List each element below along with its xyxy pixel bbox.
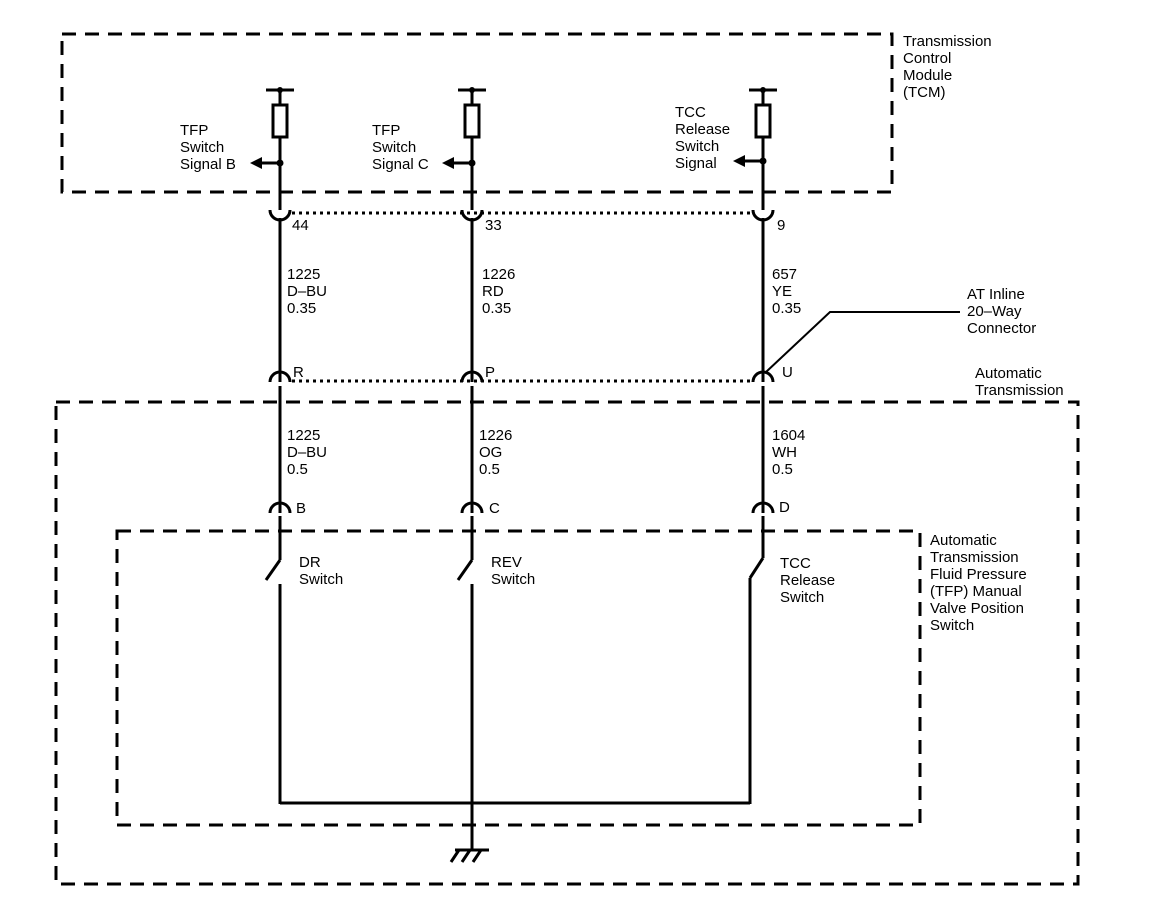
svg-text:YE: YE <box>772 283 792 300</box>
svg-text:20–Way: 20–Way <box>967 303 1022 320</box>
svg-text:1225: 1225 <box>287 266 320 283</box>
rev-switch <box>456 516 474 850</box>
lower-wires <box>278 386 765 513</box>
svg-text:(TFP) Manual: (TFP) Manual <box>930 583 1022 600</box>
tcm-pin-b: 44 <box>292 217 309 234</box>
switch-connector <box>268 501 775 514</box>
signal-b-label: TFP Switch Signal B <box>180 122 236 173</box>
svg-text:Connector: Connector <box>967 320 1036 337</box>
svg-text:Module: Module <box>903 67 952 84</box>
svg-text:Switch: Switch <box>180 139 224 156</box>
inline-pin-u: U <box>782 364 793 381</box>
svg-text:0.35: 0.35 <box>287 300 316 317</box>
svg-text:AT Inline: AT Inline <box>967 286 1025 303</box>
svg-text:Control: Control <box>903 50 951 67</box>
resistor-tcc <box>754 103 772 139</box>
tcc-release-switch-label: TCC Release Switch <box>780 555 835 606</box>
svg-text:Signal B: Signal B <box>180 156 236 173</box>
rev-switch-label: REV Switch <box>491 554 535 588</box>
resistor-b <box>271 103 289 139</box>
tcm-pullup-tcc <box>733 87 777 210</box>
svg-text:0.5: 0.5 <box>772 461 793 478</box>
svg-text:Switch: Switch <box>780 589 824 606</box>
svg-text:TFP: TFP <box>372 122 400 139</box>
svg-text:1225: 1225 <box>287 427 320 444</box>
inline-connector <box>268 311 960 383</box>
automatic-transmission-label: Automatic Transmission <box>975 365 1064 399</box>
svg-text:Switch: Switch <box>675 138 719 155</box>
tfp-switch-boundary <box>115 529 922 827</box>
svg-text:0.35: 0.35 <box>482 300 511 317</box>
tcm-pullup-c <box>442 87 486 210</box>
dr-switch <box>264 516 282 804</box>
tcm-connector <box>268 209 775 222</box>
svg-text:TFP: TFP <box>180 122 208 139</box>
svg-text:Release: Release <box>675 121 730 138</box>
svg-text:Release: Release <box>780 572 835 589</box>
svg-text:RD: RD <box>482 283 504 300</box>
svg-text:0.5: 0.5 <box>287 461 308 478</box>
inline-pin-p: P <box>485 364 495 381</box>
svg-text:Switch: Switch <box>930 617 974 634</box>
svg-text:Automatic: Automatic <box>975 365 1042 382</box>
upper-wire-c-label: 1226 RD 0.35 <box>482 266 515 317</box>
svg-text:Transmission: Transmission <box>975 382 1064 399</box>
svg-text:1226: 1226 <box>479 427 512 444</box>
signal-c-label: TFP Switch Signal C <box>372 122 429 173</box>
inline-connector-leader <box>765 311 960 373</box>
tcc-release-switch <box>748 516 765 804</box>
svg-text:D–BU: D–BU <box>287 444 327 461</box>
svg-text:TCC: TCC <box>675 104 706 121</box>
automatic-transmission-boundary <box>54 400 1080 886</box>
svg-text:Switch: Switch <box>372 139 416 156</box>
svg-text:REV: REV <box>491 554 522 571</box>
svg-text:(TCM): (TCM) <box>903 84 945 101</box>
svg-text:DR: DR <box>299 554 321 571</box>
svg-text:Signal C: Signal C <box>372 156 429 173</box>
svg-text:Switch: Switch <box>299 571 343 588</box>
switch-pin-d: D <box>779 499 790 516</box>
svg-text:WH: WH <box>772 444 797 461</box>
svg-text:Signal: Signal <box>675 155 717 172</box>
svg-text:Automatic: Automatic <box>930 532 997 549</box>
tcm-pin-tcc: 9 <box>777 217 785 234</box>
upper-wire-tcc-label: 657 YE 0.35 <box>772 266 801 317</box>
resistor-c <box>463 103 481 139</box>
tcm-label: Transmission Control Module (TCM) <box>903 33 992 101</box>
lower-wire-c-label: 1226 OG 0.5 <box>479 427 512 478</box>
lower-wire-tcc-label: 1604 WH 0.5 <box>772 427 805 478</box>
tcm-boundary <box>60 32 894 194</box>
svg-text:Fluid Pressure: Fluid Pressure <box>930 566 1027 583</box>
svg-text:Transmission: Transmission <box>930 549 1019 566</box>
svg-text:0.35: 0.35 <box>772 300 801 317</box>
switch-pin-c: C <box>489 500 500 517</box>
svg-text:657: 657 <box>772 266 797 283</box>
svg-text:1226: 1226 <box>482 266 515 283</box>
upper-wires <box>278 218 765 382</box>
signal-tcc-label: TCC Release Switch Signal <box>675 104 730 172</box>
dr-switch-label: DR Switch <box>299 554 343 588</box>
tcm-pin-c: 33 <box>485 217 502 234</box>
inline-connector-label: AT Inline 20–Way Connector <box>967 286 1036 337</box>
svg-text:OG: OG <box>479 444 502 461</box>
svg-text:0.5: 0.5 <box>479 461 500 478</box>
svg-text:Valve Position: Valve Position <box>930 600 1024 617</box>
svg-text:D–BU: D–BU <box>287 283 327 300</box>
ground-icon <box>449 848 489 863</box>
tfp-switch-label: Automatic Transmission Fluid Pressure (T… <box>930 532 1027 634</box>
svg-text:1604: 1604 <box>772 427 805 444</box>
lower-wire-b-label: 1225 D–BU 0.5 <box>287 427 327 478</box>
tcm-pullup-b <box>250 87 294 210</box>
svg-text:Transmission: Transmission <box>903 33 992 50</box>
svg-text:Switch: Switch <box>491 571 535 588</box>
svg-text:TCC: TCC <box>780 555 811 572</box>
switch-pin-b: B <box>296 500 306 517</box>
upper-wire-b-label: 1225 D–BU 0.35 <box>287 266 327 317</box>
inline-pin-r: R <box>293 364 304 381</box>
